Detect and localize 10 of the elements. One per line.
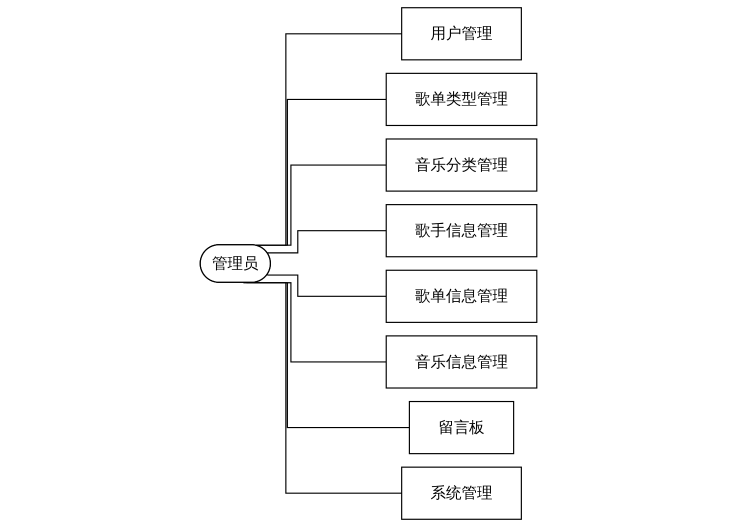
- node-box: 留言板: [408, 400, 514, 454]
- node-box: 系统管理: [401, 466, 522, 520]
- node-box: 音乐信息管理: [386, 335, 538, 389]
- node-box: 用户管理: [401, 7, 522, 60]
- node-box: 歌单信息管理: [386, 270, 538, 323]
- node-box: 歌单类型管理: [386, 72, 538, 126]
- connector: [267, 274, 386, 297]
- node-box: 音乐分类管理: [386, 138, 538, 192]
- node-box: 歌手信息管理: [386, 204, 538, 258]
- connector: [267, 230, 386, 254]
